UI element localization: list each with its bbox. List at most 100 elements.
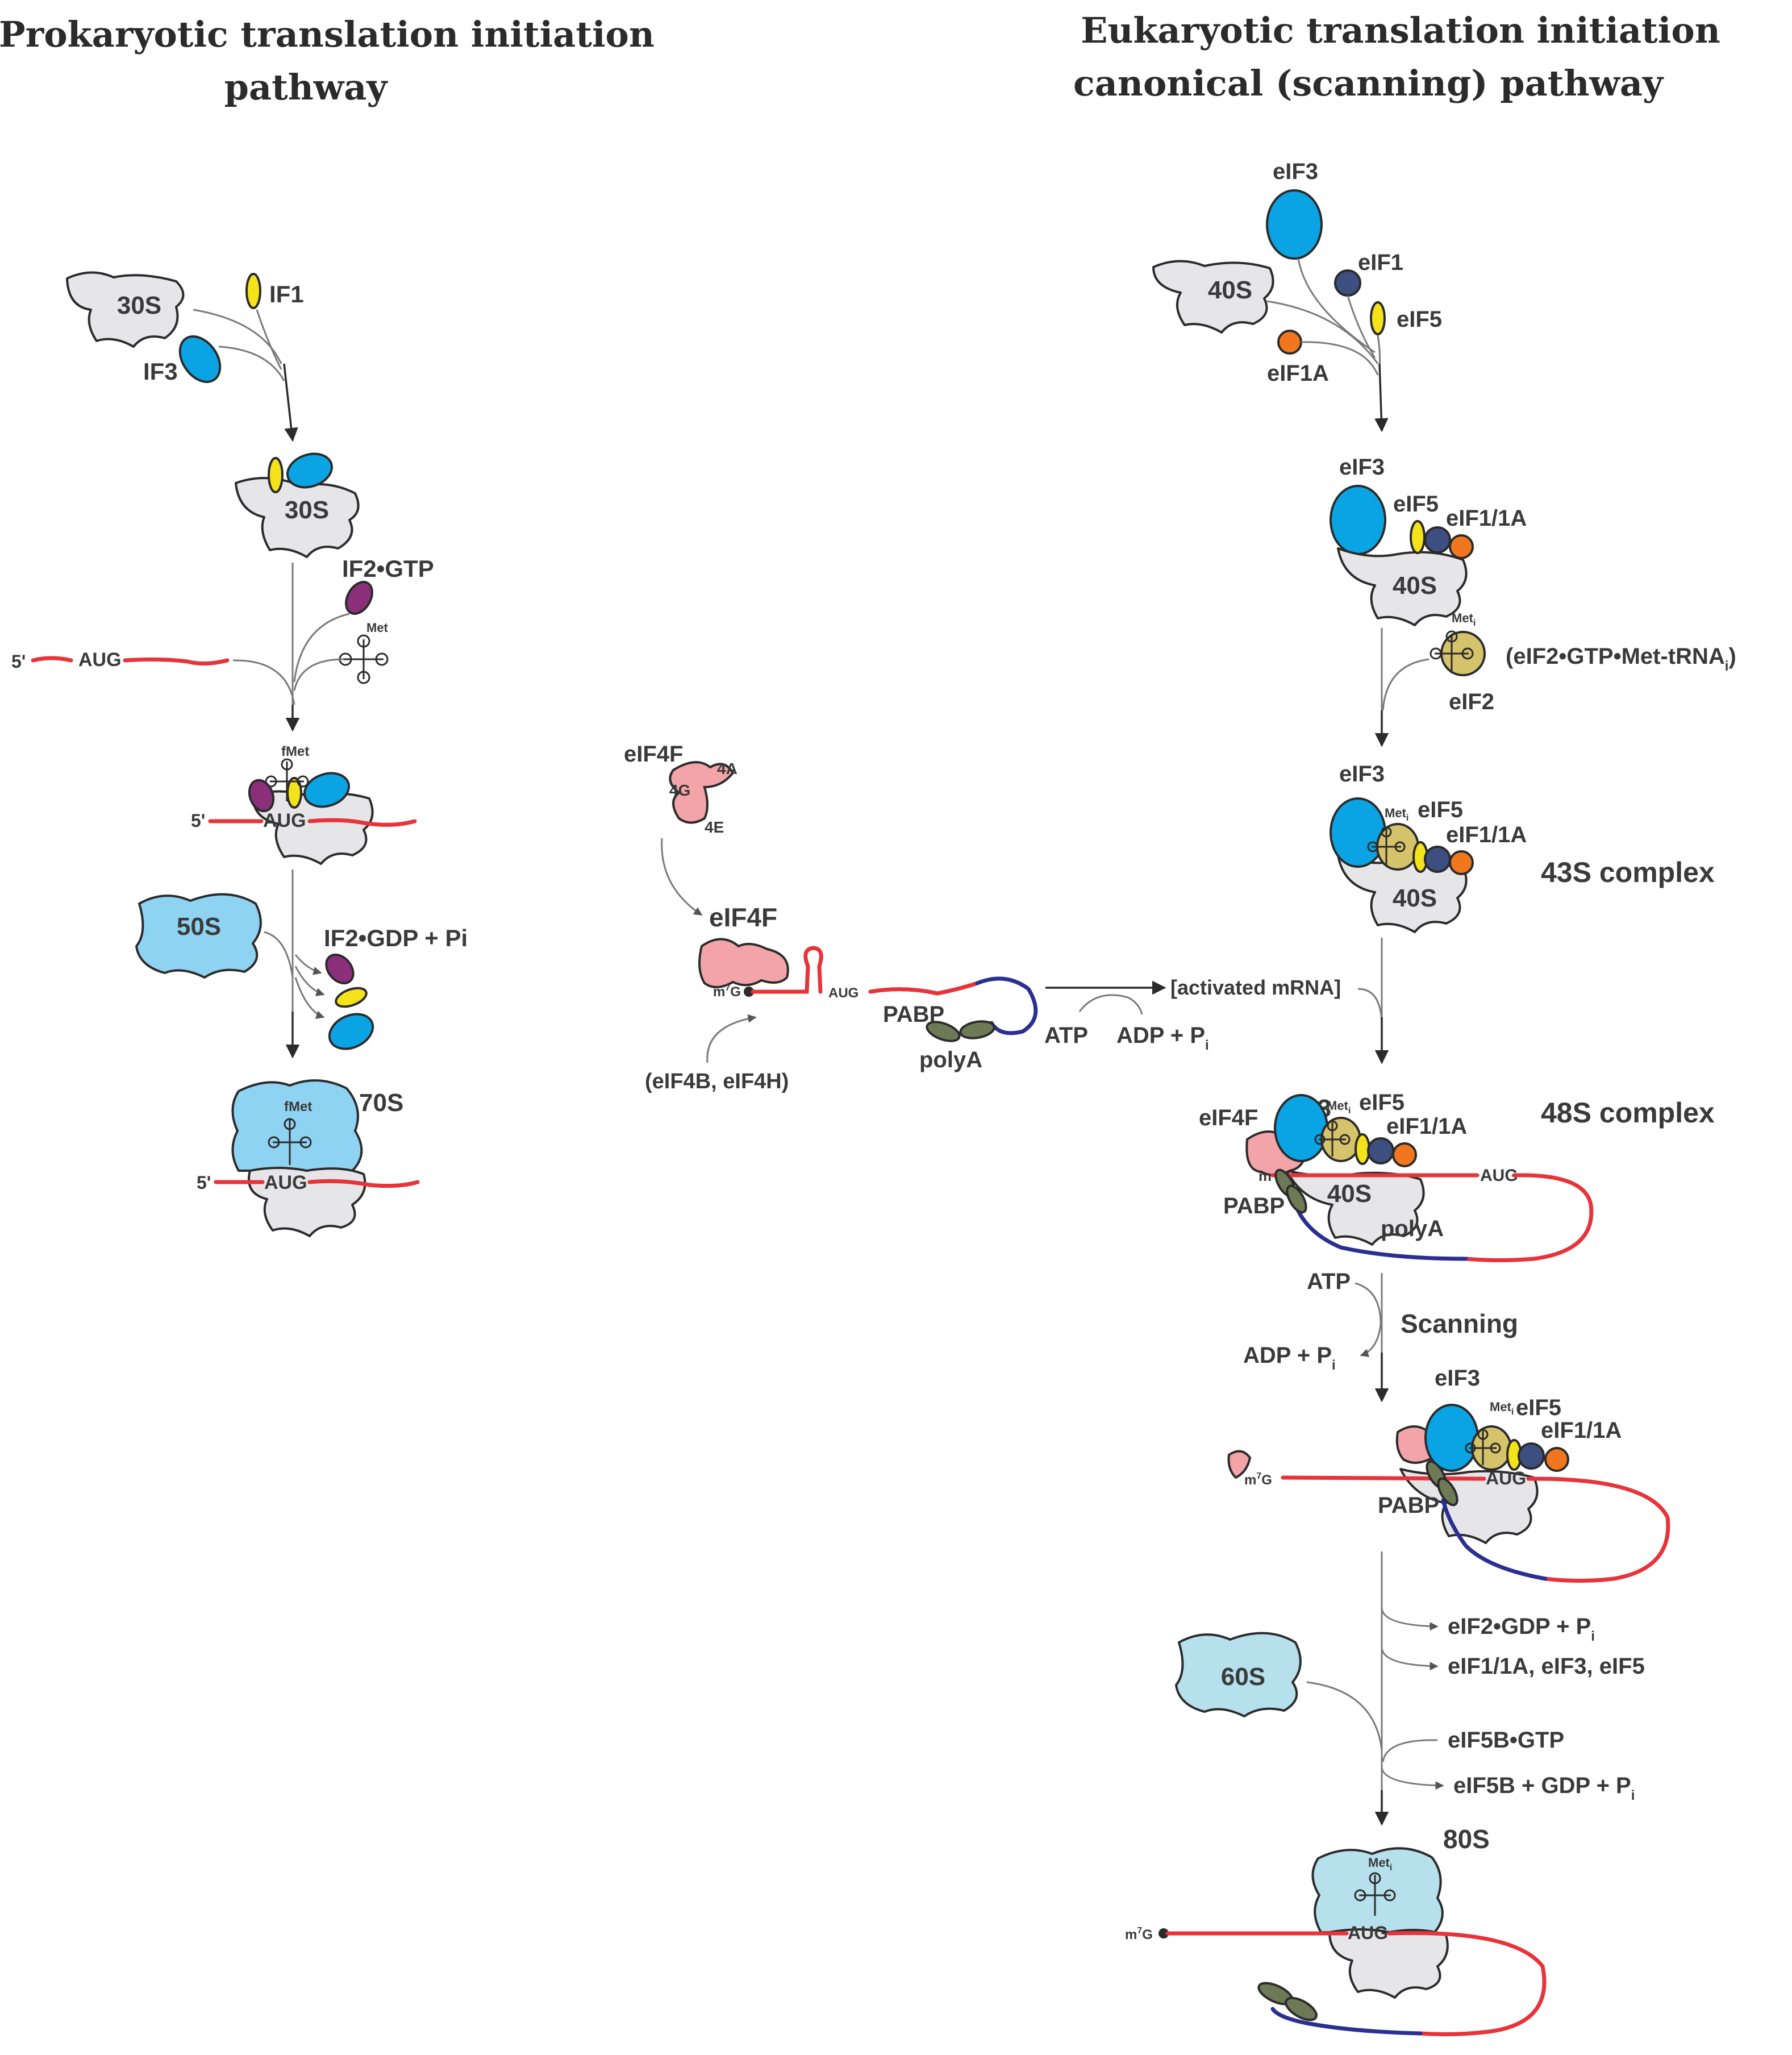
- arrow-eif4f-join: [661, 838, 703, 916]
- small-subunit-40s-step2: [1337, 547, 1468, 626]
- label-4g: 4G: [669, 781, 690, 799]
- large-subunit-70s: [231, 1079, 363, 1172]
- label-50s: 50S: [177, 913, 221, 941]
- label-fmet-ic: fMet: [281, 744, 309, 759]
- out-arrow-factors: [1381, 1648, 1439, 1671]
- cap-dot: [744, 987, 754, 997]
- label-pabp-48s: PABP: [1223, 1193, 1285, 1218]
- in-arrow-eif5b: [1382, 1739, 1438, 1762]
- mrna-hairpin: [751, 946, 823, 994]
- label-m7g-scan: m7G: [1244, 1471, 1272, 1488]
- mrna-70s-3prime: [307, 1179, 420, 1188]
- label-4e: 4E: [705, 818, 724, 836]
- label-eif4f-48s: eIF4F: [1199, 1105, 1258, 1130]
- prokaryotic-pathway: 30S IF1 IF3 30S IF2•GTP Met 5' AUG: [11, 271, 468, 1237]
- eif1-factor: [1334, 269, 1361, 297]
- label-atp-activation: ATP: [1044, 1023, 1088, 1048]
- eif3-step2: [1330, 485, 1386, 555]
- if3-bound: [286, 452, 334, 489]
- label-polya-activation: polyA: [919, 1047, 982, 1072]
- label-ternary-complex: (eIF2•GTP•Met-tRNAi): [1506, 644, 1736, 674]
- label-70s: 70S: [359, 1089, 403, 1117]
- pabp-scan-2: [1437, 1477, 1458, 1507]
- label-eif2: eIF2: [1449, 689, 1494, 714]
- label-4a: 4A: [717, 760, 737, 777]
- label-fmet-70s: fMet: [284, 1099, 312, 1114]
- pabp-48s-2: [1286, 1184, 1307, 1214]
- eif3-43s: [1330, 797, 1386, 868]
- label-aug-free: AUG: [78, 649, 122, 671]
- label-eif4f-bound: eIF4F: [709, 902, 777, 932]
- if1-bound: [268, 457, 284, 493]
- mrna-80s-loop: [1387, 1931, 1547, 2036]
- label-40s-48s: 40S: [1327, 1180, 1372, 1208]
- eukaryotic-pathway: eIF3 40S eIF1 eIF5 eIF1A eIF3 eIF5 eIF1/…: [1125, 159, 1736, 2036]
- label-60s: 60S: [1221, 1663, 1265, 1691]
- mrna-activation: eIF4F 4G 4A 4E eIF4F m7G AUG PABP polyA …: [624, 742, 1383, 1093]
- label-eif1-1a-scan: eIF1/1A: [1541, 1418, 1622, 1443]
- label-eif4b-h: (eIF4B, eIF4H): [645, 1070, 789, 1093]
- large-subunit-60s: [1175, 1632, 1302, 1717]
- label-eif1a: eIF1A: [1267, 361, 1329, 386]
- label-eif3-43s: eIF3: [1339, 762, 1385, 787]
- label-eif5-48s: eIF5: [1359, 1090, 1405, 1115]
- label-aug-80s: AUG: [1348, 1923, 1388, 1943]
- label-out-factors: eIF1/1A, eIF3, eIF5: [1448, 1654, 1645, 1679]
- label-5prime-70s: 5': [197, 1172, 211, 1193]
- eif3-factor: [1266, 189, 1323, 260]
- label-adp-scanning: ADP + Pi: [1243, 1343, 1336, 1373]
- label-m-48s: m: [1258, 1167, 1272, 1184]
- if2-bound: [248, 779, 275, 813]
- release-arrow-1: [294, 954, 322, 975]
- label-met-ternary: Meti: [1452, 611, 1476, 628]
- eif3-48s: [1274, 1094, 1328, 1162]
- eif1a-scan: [1544, 1447, 1569, 1472]
- label-if3: IF3: [143, 358, 178, 385]
- join-arrow-if2: [293, 613, 350, 683]
- label-if2-gdp: IF2•GDP + Pi: [324, 925, 468, 951]
- label-in-eif5b: eIF5B•GTP: [1448, 1728, 1564, 1753]
- mrna-free-3prime: [123, 657, 230, 666]
- eif4f-bound-complex: [698, 938, 789, 988]
- join-arrow-30s: [193, 309, 282, 364]
- join-arrow-50s: [264, 931, 294, 978]
- label-40s-43s: 40S: [1393, 884, 1437, 912]
- met-trna-48s: [1314, 1120, 1351, 1157]
- out-arrow-eif2: [1381, 1608, 1439, 1631]
- label-eif3-scan: eIF3: [1435, 1366, 1480, 1391]
- label-m7g-bound: m7G: [713, 983, 741, 1000]
- eif1a-43s: [1449, 850, 1474, 875]
- polya-tail: [975, 976, 1038, 1035]
- cap-dot-80s: [1158, 1928, 1169, 1938]
- join-arrow-if1: [256, 309, 282, 370]
- label-aug-scan: AUG: [1486, 1468, 1526, 1488]
- fmet-trna-bound: [265, 758, 309, 801]
- mrna-scan-loop: [1526, 1476, 1670, 1583]
- join-arrow-if3: [218, 346, 285, 381]
- eif1a-factor: [1277, 330, 1302, 355]
- if3-factor: [178, 335, 222, 383]
- eif3-scan: [1424, 1404, 1479, 1472]
- polya-80s: [1270, 2007, 1423, 2036]
- label-aug-ic: AUG: [263, 810, 306, 831]
- label-eif5-scan: eIF5: [1516, 1395, 1561, 1420]
- label-eif1: eIF1: [1358, 250, 1403, 275]
- large-subunit-80s: [1311, 1847, 1444, 1933]
- label-pabp-scan: PABP: [1378, 1493, 1439, 1518]
- eif1-step2: [1424, 526, 1451, 554]
- eif5-step2: [1410, 520, 1426, 554]
- label-30s-if: 30S: [285, 496, 329, 524]
- prokaryotic-title-line1: Prokaryotic translation initiation: [0, 14, 655, 55]
- join-eif3: [1297, 258, 1376, 353]
- mrna-scan-5prime: [1281, 1475, 1486, 1481]
- label-activated-mrna: [activated mRNA]: [1170, 976, 1341, 999]
- small-subunit-30s: [66, 271, 185, 348]
- if1-factor: [245, 273, 261, 309]
- fmet-trna-70s: [268, 1118, 312, 1165]
- label-43s-complex: 43S complex: [1541, 856, 1715, 888]
- mrna-ic-3prime: [307, 818, 417, 827]
- met-trna-scan: [1465, 1429, 1501, 1465]
- label-if2-gtp: IF2•GTP: [342, 555, 434, 582]
- label-m7g-80s: m7G: [1125, 1926, 1153, 1942]
- label-eif3-free: eIF3: [1273, 159, 1318, 184]
